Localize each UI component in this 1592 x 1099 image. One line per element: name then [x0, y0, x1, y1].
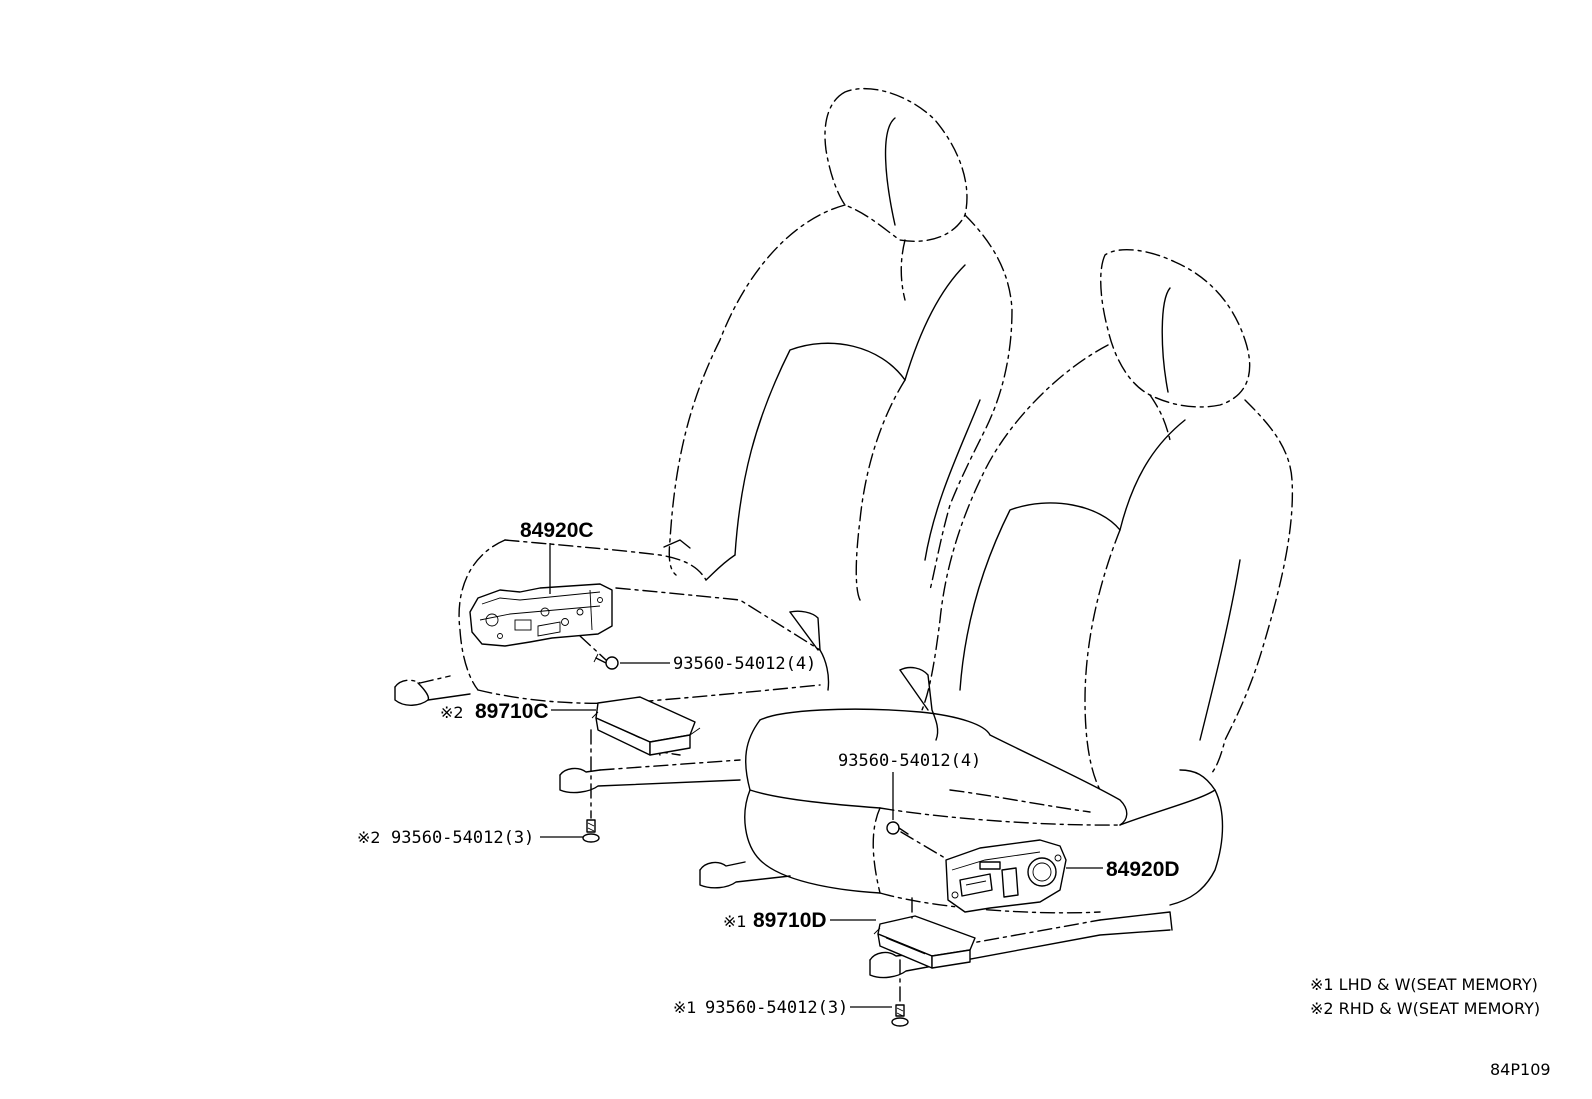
- ecu-89710C: [591, 696, 701, 756]
- note-1: ※1 LHD & W(SEAT MEMORY): [1310, 975, 1538, 994]
- callout-84920D: 84920D: [1106, 858, 1180, 881]
- callout-84920C: 84920C: [520, 519, 594, 542]
- bolt-bottom: [891, 1004, 909, 1027]
- left-seat-outline: [394, 88, 1013, 794]
- callout-93560-leftbolt-mark: ※2: [357, 828, 381, 847]
- right-seat-outline: [699, 249, 1294, 979]
- callout-89710C-mark: ※2: [440, 703, 464, 722]
- callout-89710D: 89710D: [753, 909, 827, 932]
- note-2: ※2 RHD & W(SEAT MEMORY): [1310, 999, 1540, 1018]
- callout-93560-bottombolt: 93560-54012(3): [705, 998, 848, 1018]
- callout-89710C: 89710C: [475, 700, 549, 723]
- switch-84920D: [945, 839, 1067, 913]
- callout-89710D-mark: ※1: [723, 912, 747, 931]
- callout-93560-upper: 93560-54012(4): [673, 654, 816, 674]
- screw-upper: [593, 653, 619, 670]
- switch-84920C: [469, 583, 613, 647]
- callout-93560-leftbolt: 93560-54012(3): [391, 828, 534, 848]
- ecu-89710D: [873, 915, 976, 969]
- leader-lines: [540, 543, 1103, 1008]
- callout-93560-mid: 93560-54012(4): [838, 751, 981, 771]
- bolt-left: [582, 819, 600, 843]
- screw-mid: [886, 821, 909, 835]
- callout-93560-bottombolt-mark: ※1: [673, 998, 697, 1017]
- diagram-code: 84P109: [1490, 1060, 1551, 1079]
